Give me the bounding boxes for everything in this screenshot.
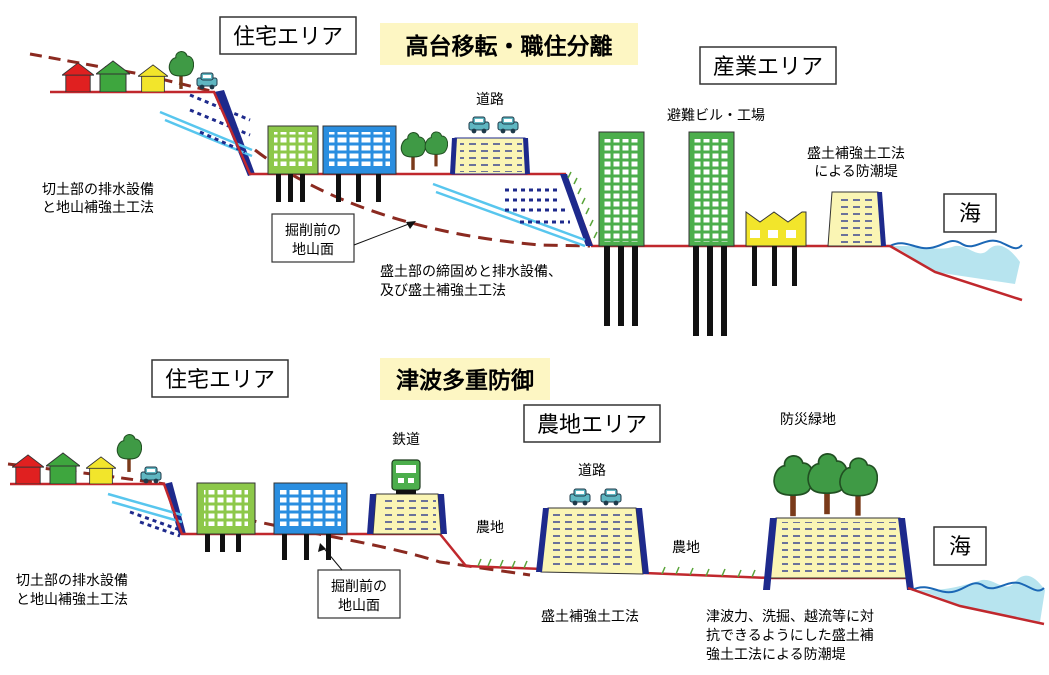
bottom-sea-water	[912, 575, 1045, 622]
bottom-seawall-label-2: 抗できるようにした盛土補	[706, 628, 874, 644]
top-building-lightgreen	[267, 125, 319, 202]
bottom-title-highlight	[380, 358, 550, 400]
top-section: 高台移転・職住分離 住宅エリア 産業エリア 海	[29, 16, 1023, 336]
top-cut-label-1: 切土部の排水設備	[42, 182, 154, 198]
top-evac-label: 避難ビル・工場	[667, 108, 765, 124]
bottom-railway-label: 鉄道	[392, 432, 420, 448]
top-evac-building-2	[688, 131, 735, 336]
bottom-seawall-label-3: 強土工法による防潮堤	[706, 647, 846, 663]
top-original-ground-leader	[353, 221, 415, 246]
bottom-title: 津波多重防御	[396, 367, 534, 394]
bottom-road-embankment	[536, 507, 649, 575]
top-house-yellow-icon	[138, 64, 168, 92]
top-industrial-box	[699, 46, 837, 85]
top-house-green-icon	[96, 60, 130, 92]
top-seawall-label-2: による防潮堤	[814, 164, 898, 180]
top-seawall-label-1: 盛土補強土工法	[807, 146, 905, 162]
bottom-green-belt-label: 防災緑地	[780, 412, 836, 428]
top-fill-wall	[560, 174, 593, 246]
bottom-road-car-2-icon	[600, 488, 622, 506]
bottom-grass-left	[477, 558, 528, 569]
bottom-cut-label-2: と地山補強土工法	[16, 592, 128, 608]
top-tree-2-icon	[400, 131, 426, 171]
top-grass	[567, 171, 598, 239]
bottom-leader-arrow-icon	[318, 543, 326, 552]
bottom-sea-label: 海	[949, 535, 971, 560]
bottom-original-ground-box	[317, 569, 401, 619]
bottom-cut-drain-lines	[107, 492, 183, 538]
top-industrial-label: 産業エリア	[713, 55, 823, 80]
top-original-ground-box	[271, 213, 355, 263]
bottom-farmland-left-label: 農地	[476, 520, 504, 536]
bottom-original-ground-2: 地山面	[338, 598, 380, 614]
top-sea-water	[890, 245, 1020, 284]
bottom-original-ground-leader	[321, 545, 343, 571]
bottom-house-yellow-icon	[86, 456, 116, 484]
bottom-rail-embankment	[367, 493, 447, 535]
train-icon	[391, 459, 421, 494]
bottom-residential-label: 住宅エリア	[165, 368, 275, 393]
top-sea-label: 海	[959, 202, 981, 227]
top-residential-label: 住宅エリア	[233, 25, 343, 50]
bottom-sea-wave	[911, 581, 1045, 594]
top-leader-arrow-icon	[406, 221, 416, 229]
top-dashed-original-slope	[29, 52, 216, 94]
bottom-farmland-box	[523, 404, 661, 443]
top-original-ground-1: 掘削前の	[285, 222, 341, 239]
bottom-house-red-icon	[12, 454, 44, 484]
top-seabed-line	[889, 244, 1023, 302]
bottom-building-blue	[273, 482, 348, 560]
top-road-label: 道路	[476, 92, 504, 108]
bottom-section: 津波多重防御 住宅エリア 農地エリア 海	[7, 358, 1045, 663]
top-sea-box	[943, 193, 997, 233]
top-title: 高台移転・職住分離	[406, 33, 613, 60]
top-car-icon	[196, 72, 218, 90]
bottom-house-green-icon	[46, 452, 80, 484]
bottom-sea-box	[933, 526, 987, 566]
top-title-highlight	[380, 23, 638, 65]
top-sea-wave	[889, 239, 1023, 250]
top-road-car-1-icon	[468, 116, 490, 134]
bottom-original-ground-1: 掘削前の	[331, 578, 387, 595]
bottom-road-label: 道路	[578, 463, 606, 479]
bottom-residential-box	[151, 359, 289, 398]
bottom-farmland-right-label: 農地	[672, 540, 700, 556]
top-evac-building-1	[598, 131, 645, 326]
bottom-greenbelt-tree-1-icon	[773, 454, 814, 518]
bottom-green-belt-seawall	[763, 517, 914, 590]
top-fill-label-2: 及び盛土補強土工法	[380, 283, 506, 299]
top-residential-box	[219, 16, 357, 55]
top-factory	[745, 211, 807, 286]
top-road-embankment	[450, 137, 530, 175]
bottom-building-lightgreen	[196, 482, 256, 552]
top-tree-3-icon	[424, 131, 448, 168]
top-cut-label-2: と地山補強土工法	[42, 200, 154, 216]
bottom-tree-icon	[116, 433, 142, 473]
bottom-farmland-label: 農地エリア	[537, 413, 647, 438]
top-seawall	[827, 191, 886, 247]
bottom-road-car-1-icon	[569, 488, 591, 506]
top-original-ground-2: 地山面	[292, 242, 334, 258]
bottom-cut-label-1: 切土部の排水設備	[16, 573, 128, 589]
bottom-fill-label: 盛土補強土工法	[541, 609, 639, 625]
top-road-car-2-icon	[497, 116, 519, 134]
top-fill-drain-lines	[432, 182, 586, 248]
bottom-grass-right	[661, 566, 756, 578]
top-tree-icon	[168, 50, 194, 90]
bottom-seawall-label-1: 津波力、洗掘、越流等に対	[706, 608, 874, 625]
top-house-red-icon	[62, 62, 94, 92]
top-fill-label-1: 盛土部の締固めと排水設備、	[380, 263, 562, 280]
top-cut-wall	[214, 90, 255, 176]
top-building-blue	[322, 125, 397, 202]
bottom-seabed-line	[907, 586, 1045, 626]
